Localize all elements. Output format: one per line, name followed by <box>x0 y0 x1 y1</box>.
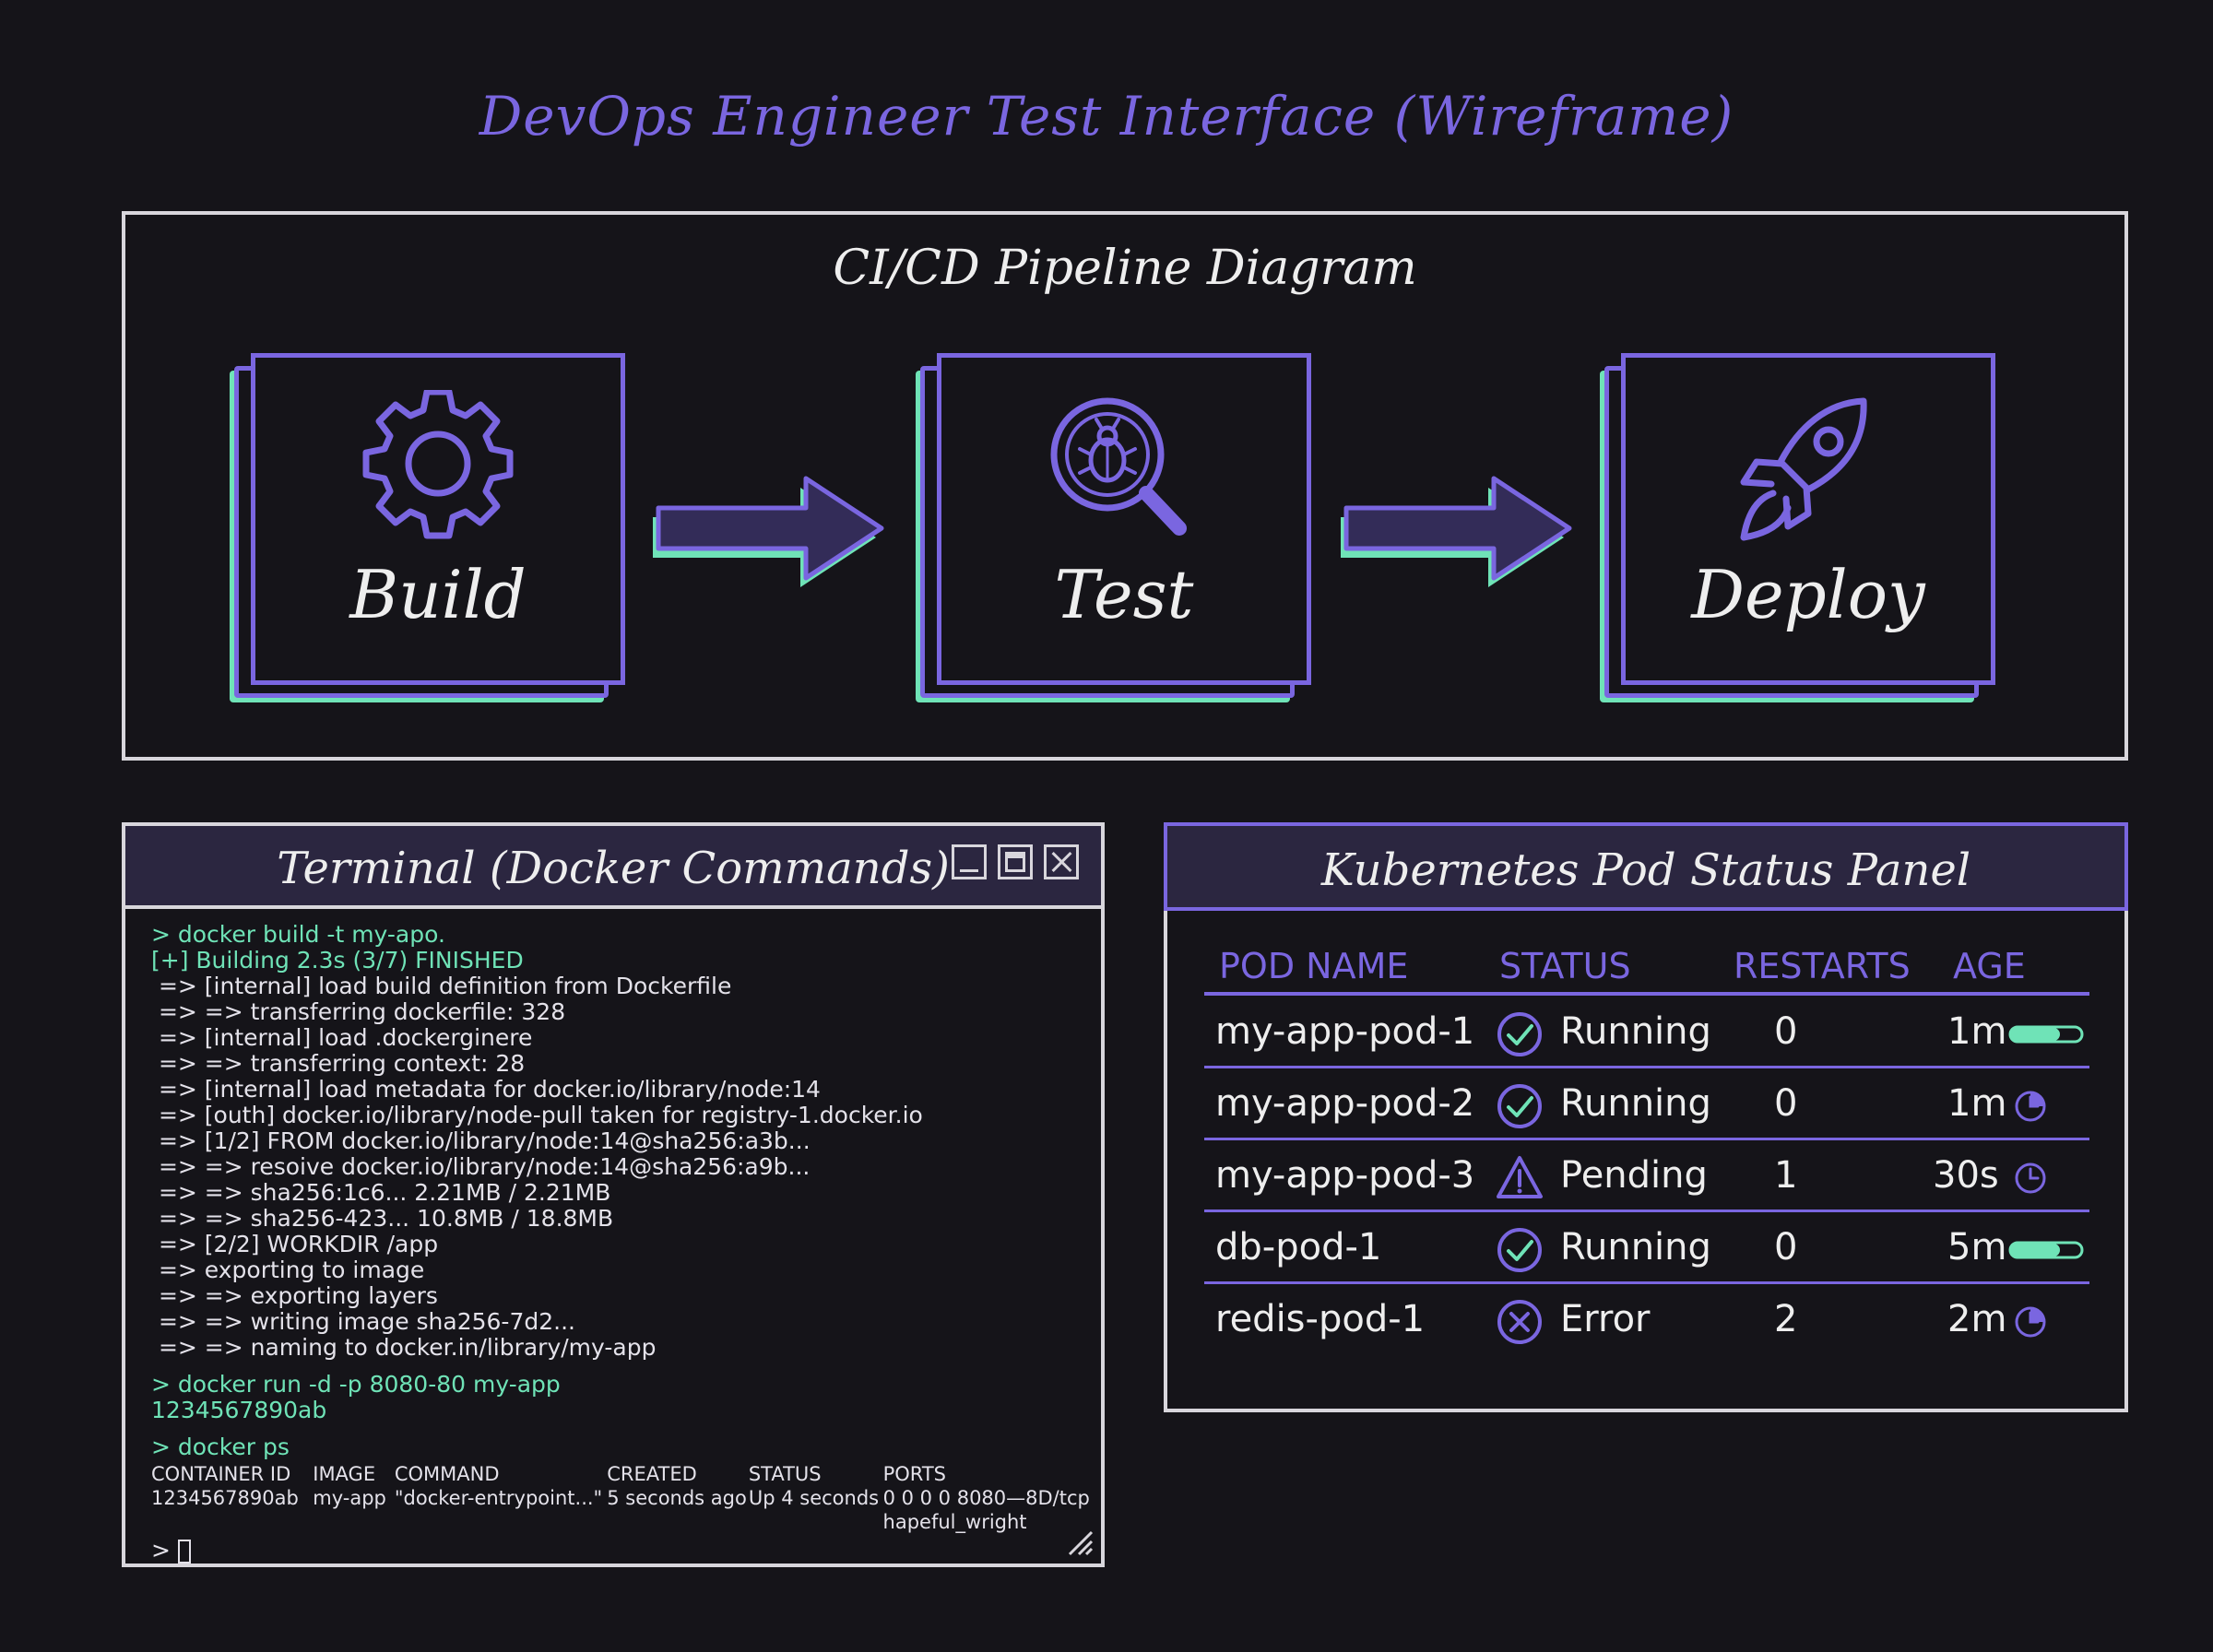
arrow-right-icon <box>653 476 884 587</box>
arrow-right-icon <box>1341 476 1572 587</box>
pod-restarts: 2 <box>1774 1298 1798 1340</box>
resize-handle-icon[interactable] <box>1066 1528 1094 1556</box>
col-age: AGE <box>1953 946 2026 986</box>
pod-status: Pending <box>1560 1154 1708 1197</box>
ps-data-row: 1234567890ab my-app "docker-entrypoint..… <box>151 1487 1090 1509</box>
terminal-output-line: => => sha256-423... 10.8MB / 18.8MB <box>151 1205 614 1232</box>
terminal-output-line: => [internal] load build definition from… <box>151 973 732 999</box>
pipeline-diagram: CI/CD Pipeline Diagram Build <box>122 211 2128 761</box>
terminal-output-line: => => resoive docker.io/library/node:14@… <box>151 1153 811 1180</box>
terminal-command: > docker ps <box>151 1434 290 1460</box>
minimize-icon[interactable] <box>952 844 987 879</box>
terminal-command: > docker run -d -p 8080-80 my-app <box>151 1371 561 1398</box>
pod-restarts: 0 <box>1774 1226 1798 1268</box>
col-restarts: RESTARTS <box>1734 946 1911 986</box>
bug-magnifier-icon <box>1050 397 1187 536</box>
pod-name: my-app-pod-3 <box>1215 1154 1475 1197</box>
pod-age: 1m <box>1947 1082 2007 1125</box>
check-circle-icon <box>1497 1012 1542 1056</box>
terminal-command: > docker build -t my-apo. <box>151 921 445 948</box>
col-status: STATUS <box>1499 946 1631 986</box>
pod-name: redis-pod-1 <box>1215 1298 1426 1340</box>
maximize-icon[interactable] <box>998 844 1033 879</box>
stage-test[interactable]: Test <box>920 353 1311 698</box>
table-row[interactable]: redis-pod-1 Error 2 2m <box>1204 1285 2089 1353</box>
pod-restarts: 0 <box>1774 1010 1798 1053</box>
k8s-pod-status-panel: Kubernetes Pod Status Panel POD NAME STA… <box>1164 822 2128 1412</box>
ps-data-row-cont: hapeful_wright <box>882 1511 1027 1533</box>
pod-status: Running <box>1560 1010 1711 1053</box>
k8s-panel-header: Kubernetes Pod Status Panel <box>1164 822 2128 911</box>
terminal-output[interactable]: > docker build -t my-apo.[+] Building 2.… <box>151 922 1092 1564</box>
pod-restarts: 0 <box>1774 1082 1798 1125</box>
terminal-output-line: => [internal] load .dockerginere <box>151 1024 533 1051</box>
terminal-output-line: => [2/2] WORKDIR /app <box>151 1231 439 1257</box>
stage-label: Test <box>1054 556 1194 633</box>
terminal-output-line: 1234567890ab <box>151 1397 327 1423</box>
check-circle-icon <box>1497 1084 1542 1128</box>
stage-deploy[interactable]: Deploy <box>1604 353 1995 698</box>
pod-name: my-app-pod-2 <box>1215 1082 1475 1125</box>
terminal-title: Terminal (Docker Commands) <box>277 843 950 894</box>
pod-status: Error <box>1560 1298 1651 1340</box>
pod-age: 5m <box>1947 1226 2007 1268</box>
gear-icon <box>362 390 514 539</box>
clock-icon <box>2015 1091 2046 1122</box>
terminal-output-line: => [1/2] FROM docker.io/library/node:14@… <box>151 1127 811 1154</box>
pod-status: Running <box>1560 1226 1711 1268</box>
terminal-prompt[interactable]: > <box>151 1538 1092 1564</box>
x-circle-icon <box>1497 1300 1542 1344</box>
terminal-output-line: => => sha256:1c6... 2.21MB / 2.21MB <box>151 1179 611 1206</box>
terminal-output-line: => exporting to image <box>151 1257 425 1283</box>
stage-label: Build <box>349 556 527 633</box>
cursor <box>177 1540 191 1564</box>
stage-build[interactable]: Build <box>234 353 625 698</box>
terminal-window[interactable]: Terminal (Docker Commands) > docker buil… <box>122 822 1105 1567</box>
terminal-output-line: => => transferring context: 28 <box>151 1050 526 1077</box>
pod-age: 2m <box>1947 1298 2007 1340</box>
terminal-output-line: => => transferring dockerfile: 328 <box>151 998 566 1025</box>
page-title: DevOps Engineer Test Interface (Wirefram… <box>479 85 1734 148</box>
table-row[interactable]: my-app-pod-3 Pending 1 30s <box>1204 1141 2089 1212</box>
terminal-output-line: => [outh] docker.io/library/node-pull ta… <box>151 1102 923 1128</box>
pipeline-title: CI/CD Pipeline Diagram <box>833 241 1417 296</box>
docker-ps-table: CONTAINER ID IMAGE COMMAND CREATED STATU… <box>151 1462 1092 1534</box>
terminal-output-line: => => writing image sha256-7d2... <box>151 1308 575 1335</box>
table-row[interactable]: my-app-pod-1 Running 0 1m <box>1204 997 2089 1068</box>
col-pod-name: POD NAME <box>1219 946 1409 986</box>
close-icon[interactable] <box>1044 844 1079 879</box>
rocket-icon <box>1740 397 1867 541</box>
pod-status: Running <box>1560 1082 1711 1125</box>
k8s-table-header: POD NAME STATUS RESTARTS AGE <box>1204 946 2089 996</box>
ps-header-row: CONTAINER ID IMAGE COMMAND CREATED STATU… <box>151 1463 946 1485</box>
stage-label: Deploy <box>1691 556 1925 633</box>
terminal-output-line: => => naming to docker.in/library/my-app <box>151 1334 657 1361</box>
pod-restarts: 1 <box>1774 1154 1798 1197</box>
pod-age: 30s <box>1933 1154 1999 1197</box>
table-row[interactable]: my-app-pod-2 Running 0 1m <box>1204 1069 2089 1140</box>
pod-name: my-app-pod-1 <box>1215 1010 1475 1053</box>
progress-bar <box>2008 1025 2084 1044</box>
terminal-output-line: => => exporting layers <box>151 1282 438 1309</box>
table-row[interactable]: db-pod-1 Running 0 5m <box>1204 1213 2089 1284</box>
terminal-titlebar[interactable]: Terminal (Docker Commands) <box>125 826 1101 909</box>
check-circle-icon <box>1497 1228 1542 1272</box>
k8s-panel-title: Kubernetes Pod Status Panel <box>1320 844 1971 896</box>
clock-icon <box>2015 1306 2046 1338</box>
terminal-output-line: [+] Building 2.3s (3/7) FINISHED <box>151 947 524 974</box>
clock-icon <box>2015 1162 2046 1194</box>
warning-triangle-icon <box>1497 1156 1543 1198</box>
progress-bar <box>2008 1241 2084 1259</box>
pod-age: 1m <box>1947 1010 2007 1053</box>
terminal-output-line: => [internal] load metadata for docker.i… <box>151 1076 821 1103</box>
pod-name: db-pod-1 <box>1215 1226 1382 1268</box>
